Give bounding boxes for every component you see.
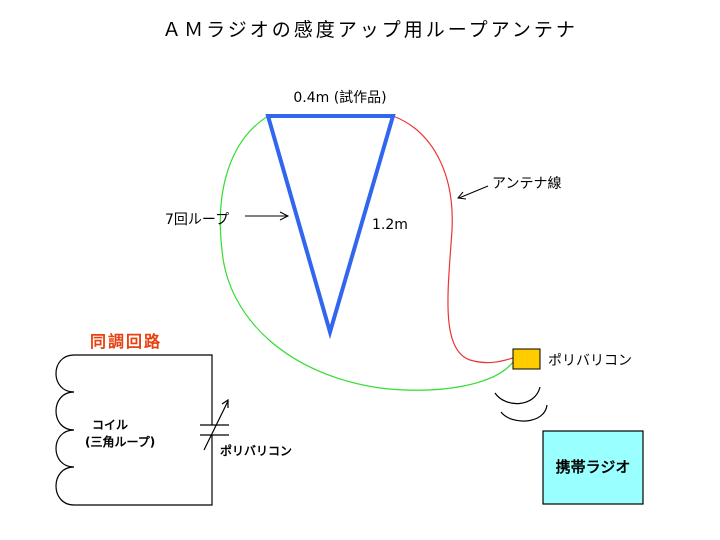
antenna-wire-arrow-icon [457, 185, 489, 200]
tuning-circuit-title: 同調回路 [90, 332, 162, 351]
turns-arrow-icon [245, 211, 290, 221]
green-antenna-wire [219, 115, 514, 391]
diagram-title: ＡＭラジオの感度アップ用ループアンテナ [162, 19, 578, 41]
coil-label: コイル [92, 418, 128, 432]
polyvaricon-label: ポリバリコン [548, 353, 632, 369]
antenna-wire-label: アンテナ線 [492, 176, 561, 192]
red-antenna-wire [392, 115, 514, 364]
radio-waves-icon [494, 386, 548, 422]
capacitor-label: ポリバリコン [220, 443, 292, 458]
portable-radio-box [542, 430, 644, 505]
turns-label: 7回ループ [165, 212, 229, 228]
triangle-loop-antenna [265, 114, 396, 340]
loop-size-label: 0.4m (試作品) [293, 90, 386, 106]
tuning-circuit [55, 354, 213, 506]
height-label: 1.2m [372, 217, 408, 233]
polyvaricon-box [512, 348, 541, 370]
coil-icon [55, 354, 75, 506]
variable-capacitor-icon [200, 398, 229, 451]
coil-sublabel: (三角ループ) [85, 434, 155, 449]
portable-radio-label: 携帯ラジオ [556, 458, 631, 476]
